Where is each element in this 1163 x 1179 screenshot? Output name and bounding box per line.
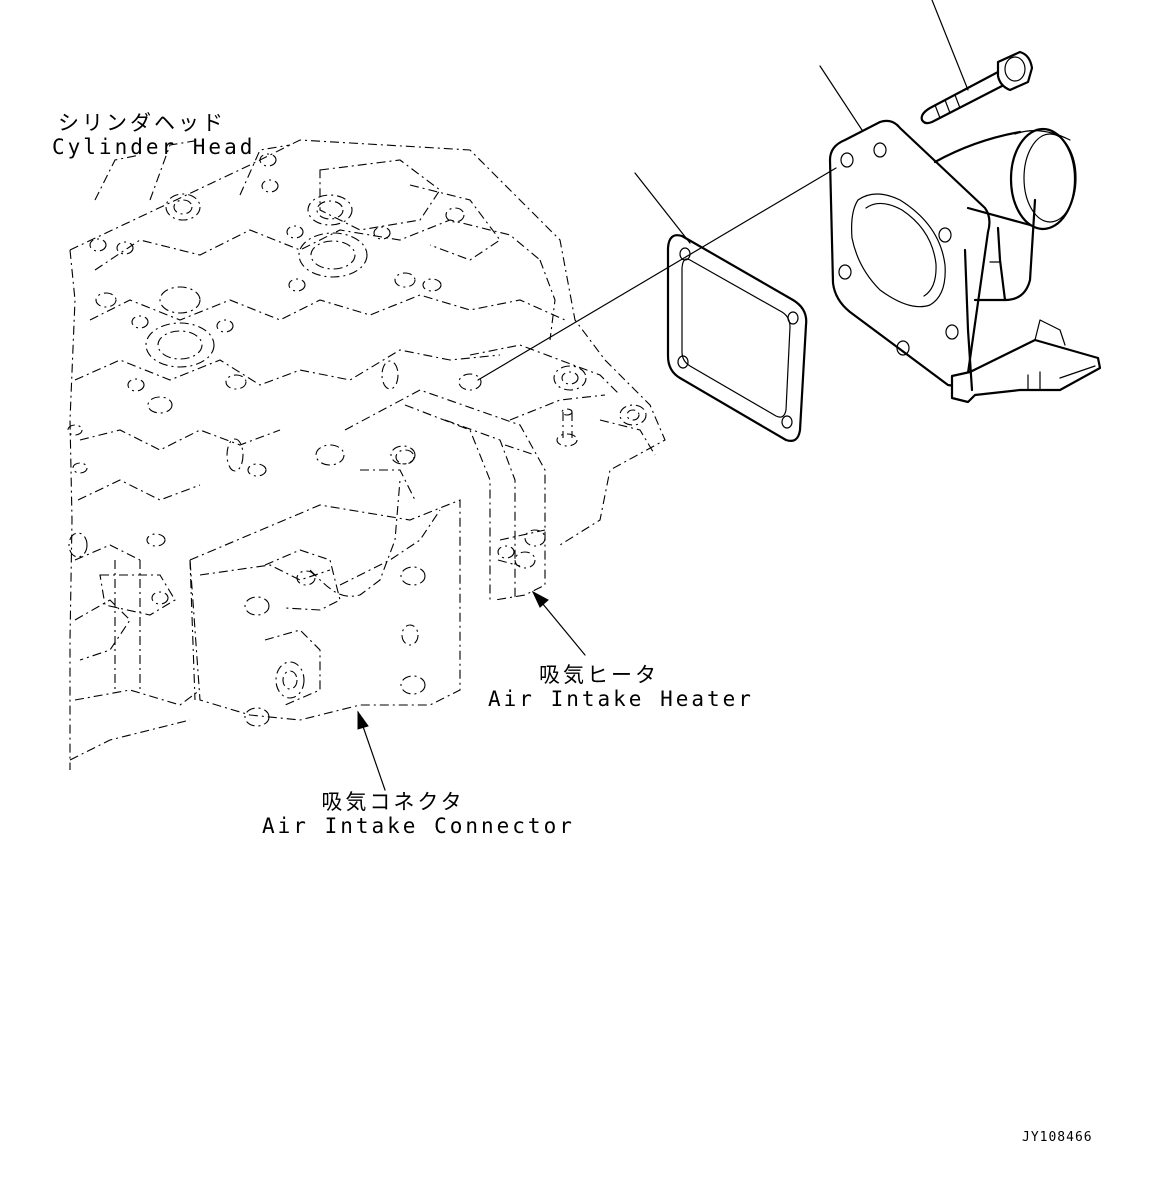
label-air-intake-heater: 吸気ヒータ Air Intake Heater [488,663,754,711]
leader-lines [357,0,969,791]
label-cylinder-head-ja: シリンダヘッド [58,111,226,135]
drawing-code: JY108466 [1022,1130,1093,1145]
label-air-intake-heater-ja: 吸気ヒータ [539,663,659,687]
cylinder-head [67,139,666,770]
label-air-intake-connector: 吸気コネクタ Air Intake Connector [262,790,575,838]
air-intake-connector [189,449,461,727]
label-air-intake-connector-ja: 吸気コネクタ [321,790,465,814]
label-air-intake-connector-en: Air Intake Connector [262,814,575,838]
flange-bolt [920,50,1034,125]
label-air-intake-heater-en: Air Intake Heater [488,687,754,711]
air-intake-heater [344,389,546,601]
gasket [666,234,808,442]
intake-elbow [828,119,1102,404]
label-cylinder-head-en: Cylinder Head [52,135,256,159]
label-cylinder-head: シリンダヘッド Cylinder Head [52,111,256,159]
